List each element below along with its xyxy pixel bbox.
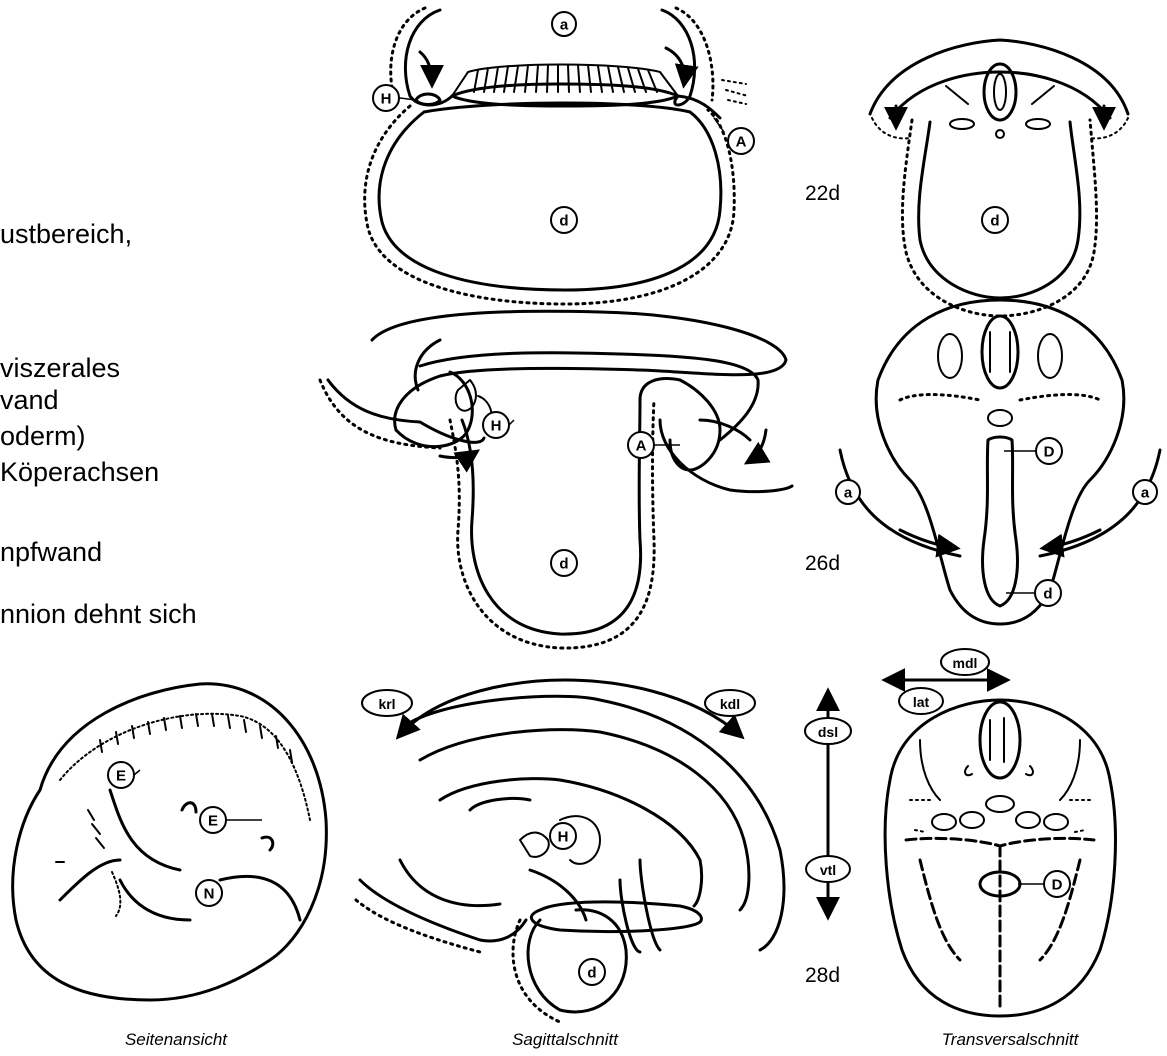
label-d-22t: d xyxy=(990,213,999,230)
label-D-28: D xyxy=(1052,877,1063,894)
label-vtl: vtl xyxy=(820,862,836,878)
label-H-28: H xyxy=(558,829,569,846)
label-a-26L: a xyxy=(844,485,853,502)
label-d-26t: d xyxy=(1043,586,1052,603)
sagittal-22d xyxy=(365,8,748,304)
transversal-22d xyxy=(870,40,1128,316)
label-kdl: kdl xyxy=(720,696,740,712)
label-d-26: d xyxy=(559,556,568,573)
label-a-26R: a xyxy=(1141,485,1150,502)
label-a-top: a xyxy=(560,17,569,34)
label-E-upper: E xyxy=(116,768,126,785)
label-d-22: d xyxy=(559,213,568,230)
label-H-22: H xyxy=(381,91,392,108)
transversal-26d xyxy=(840,300,1160,624)
label-N: N xyxy=(204,886,215,903)
label-A-26: A xyxy=(636,438,647,455)
side-view-28d xyxy=(13,684,327,1000)
label-d-28: d xyxy=(587,965,596,982)
yolk-sac-22d xyxy=(379,103,721,290)
label-D-26: D xyxy=(1044,444,1055,461)
sagittal-28d xyxy=(356,696,784,1022)
label-mdl: mdl xyxy=(953,655,978,671)
label-dsl: dsl xyxy=(818,724,838,740)
label-A-22: A xyxy=(736,134,747,151)
label-H-26: H xyxy=(491,418,502,435)
sagittal-26d xyxy=(320,311,792,648)
label-krl: krl xyxy=(378,696,395,712)
transversal-28d xyxy=(885,700,1115,1016)
label-lat: lat xyxy=(913,694,930,710)
label-E-lower: E xyxy=(208,813,218,830)
